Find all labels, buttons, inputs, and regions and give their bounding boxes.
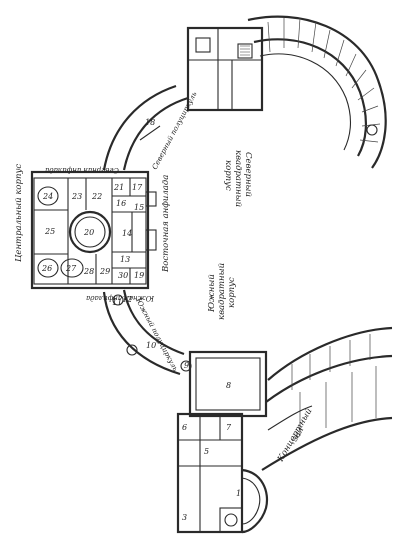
central-corps: 24 23 22 21 25 20 16 17 14 13 26 27 28 2…	[30, 170, 157, 290]
south-semicircular-gallery: 12 11 10 9	[102, 289, 192, 376]
room-28: 28	[83, 267, 94, 276]
room-20: 20	[83, 228, 94, 237]
room-14: 14	[122, 229, 132, 238]
room-25: 25	[44, 227, 55, 236]
room-9: 9	[184, 361, 189, 370]
label-south-square-1: Южный	[207, 274, 217, 313]
room-8: 8	[226, 381, 231, 390]
label-east-enfilade: Восточная анфилада	[161, 175, 171, 273]
room-19: 19	[134, 271, 144, 280]
room-27: 27	[65, 264, 77, 273]
room-18: 18	[145, 118, 155, 127]
label-north-square-3: корпус	[223, 160, 233, 191]
room-3: 3	[182, 513, 187, 522]
label-south-semicircular: Южный полуциркуль	[134, 296, 180, 372]
room-16: 16	[116, 199, 126, 208]
room-29: 29	[99, 267, 110, 276]
label-north-enfilade: Северная анфилада	[45, 166, 119, 174]
room-6: 6	[182, 423, 187, 432]
room-24: 24	[42, 192, 53, 201]
north-arc-gallery	[247, 15, 387, 169]
south-wing: 6 7 5 3 1	[176, 412, 269, 534]
room-21: 21	[113, 183, 124, 192]
room-1: 1	[236, 489, 241, 498]
room-12: 12	[122, 295, 132, 304]
room-17: 17	[132, 183, 143, 192]
room-7: 7	[226, 423, 232, 432]
room-23: 23	[71, 192, 82, 201]
room-10: 10	[146, 341, 156, 350]
label-central-corps: Центральный корпус	[14, 164, 24, 262]
room-22: 22	[91, 192, 102, 201]
room-26: 26	[41, 264, 52, 273]
room-15: 15	[134, 203, 144, 212]
north-semicircular-gallery: 18	[102, 84, 189, 171]
label-north-square-2: квадратный	[233, 150, 243, 207]
room-11: 11	[112, 298, 122, 307]
label-south-enfilade: Южная анфилада	[86, 294, 155, 302]
room-13: 13	[120, 255, 130, 264]
label-south-square-2: квадратный	[217, 263, 227, 320]
room-30: 30	[118, 271, 128, 280]
label-south-square-3: корпус	[227, 277, 237, 308]
room-5: 5	[204, 447, 209, 456]
south-arc-gallery	[261, 326, 393, 471]
north-square-corps	[186, 26, 264, 112]
south-square-corps: 8	[188, 350, 268, 418]
label-north-square-1: Северный	[243, 152, 253, 197]
